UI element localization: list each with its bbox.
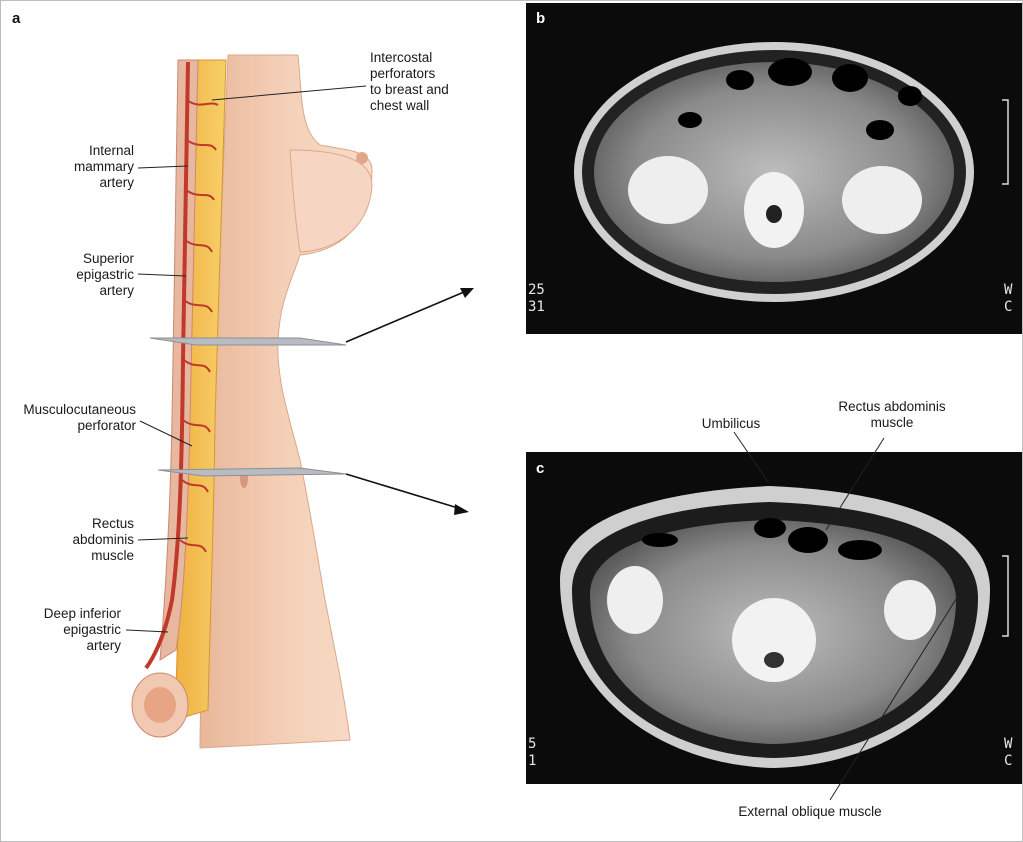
artery-branches	[179, 99, 219, 553]
label-internal-mammary-artery: Internal mammary artery	[74, 143, 134, 190]
label-umbilicus: Umbilicus	[701, 416, 761, 431]
ct-c-corner-left: 5 1	[528, 736, 537, 769]
panel-a-leader-lines	[125, 85, 367, 633]
torso-illustration	[131, 54, 373, 749]
ct-scan-c	[526, 452, 1022, 784]
section-plane-upper	[149, 337, 347, 346]
label-external-oblique-muscle: External oblique muscle	[738, 804, 882, 819]
label-intercostal-perforators: Intercostal perforators to breast and ch…	[370, 50, 449, 113]
label-musculocutaneous-perforator: Musculocutaneous perforator	[23, 402, 136, 433]
label-rectus-abdominis-c: Rectus abdominis muscle	[838, 399, 946, 430]
ct-scan-b	[526, 3, 1022, 334]
label-superior-epigastric-artery: Superior epigastric artery	[76, 251, 134, 298]
ct-c-corner-right: W C	[1004, 736, 1013, 769]
panel-b-letter: b	[536, 10, 546, 27]
panel-c-letter: c	[536, 460, 545, 477]
ct-b-corner-right: W C	[1004, 282, 1013, 315]
label-rectus-abdominis-a: Rectus abdominis muscle	[72, 516, 134, 563]
panel-c-leader-lines	[733, 431, 959, 801]
section-arrows	[345, 288, 474, 515]
ct-b-corner-left: 25 31	[528, 282, 545, 315]
panel-a-letter: a	[12, 10, 21, 27]
label-deep-inferior-epigastric-artery: Deep inferior epigastric artery	[43, 606, 121, 653]
nipple	[356, 152, 368, 164]
